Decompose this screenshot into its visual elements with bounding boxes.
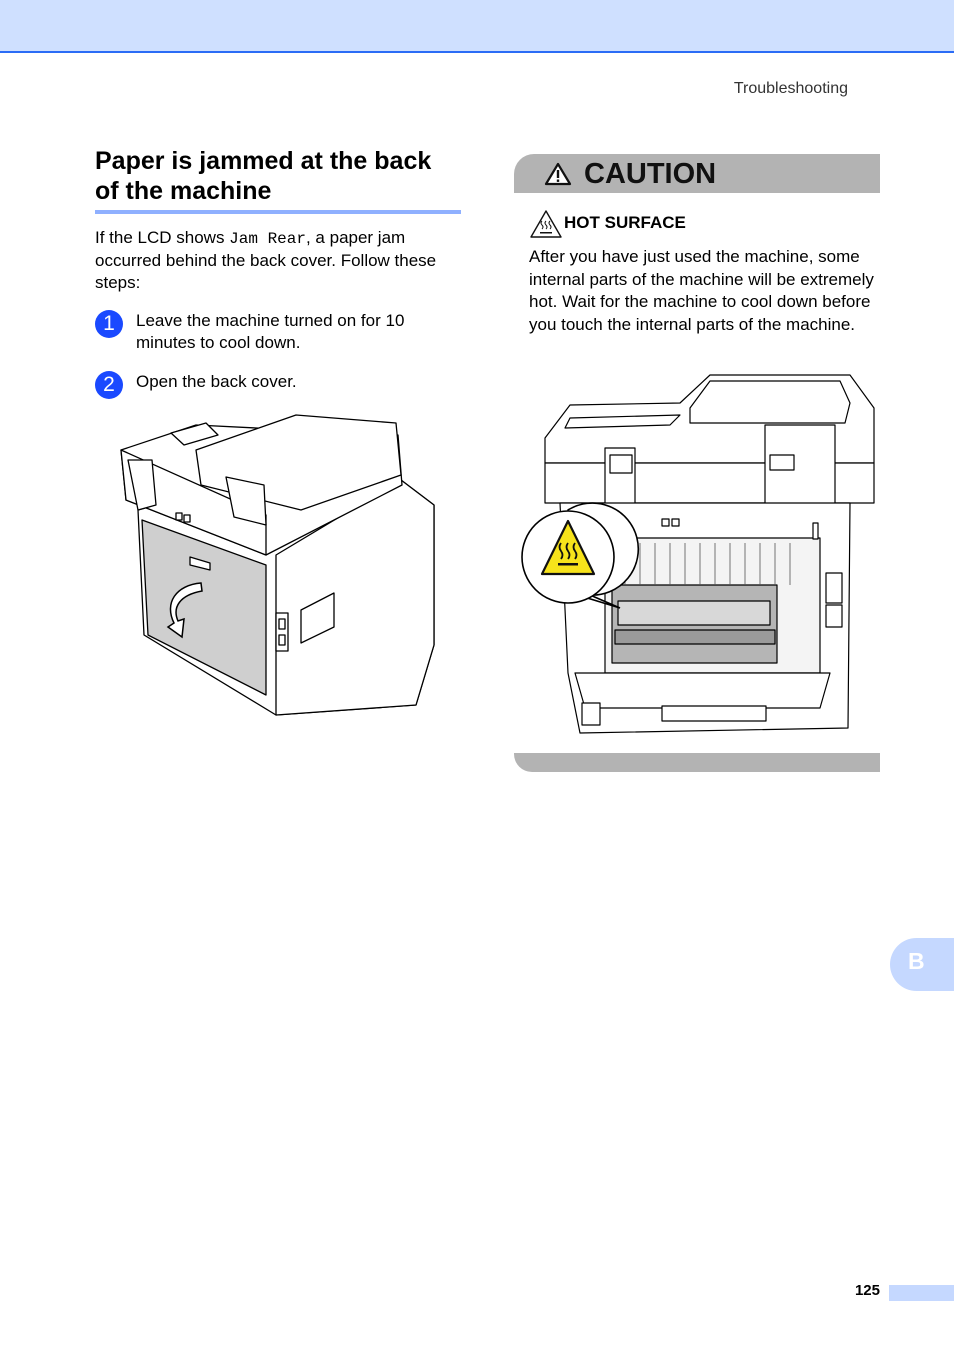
caution-header: CAUTION [514,154,880,193]
machine-interior-illustration [521,374,875,734]
hot-surface-callout [521,502,640,609]
appendix-tab: B [890,938,954,991]
hot-surface-icon [530,210,562,238]
page-number-bar [889,1285,954,1301]
step-text: Leave the machine turned on for 10 minut… [136,311,405,352]
header-band [0,0,954,53]
intro-paragraph: If the LCD shows Jam Rear, a paper jam o… [95,227,463,294]
open-arrow-icon [166,582,203,639]
step-number-badge: 1 [95,310,123,338]
section-title: Paper is jammed at the back of the machi… [95,147,432,205]
step-number-badge: 2 [95,371,123,399]
lcd-message: Jam Rear [229,230,306,248]
page-number: 125 [854,1282,880,1299]
warning-triangle-icon [544,162,572,186]
machine-back-cover-illustration [120,414,435,716]
running-head: Troubleshooting [733,80,848,97]
caution-text: After you have just used the machine, so… [529,247,874,334]
caution-footer-bar [514,753,880,772]
intro-suffix: , a paper jam occurred behind the back c… [95,228,437,292]
intro-prefix: If the LCD shows [95,228,230,247]
title-rule [95,210,461,214]
caution-label: CAUTION [584,158,717,190]
hot-surface-label: HOT SURFACE [564,213,686,232]
appendix-tab-letter: B [908,948,925,974]
step-text: Open the back cover. [136,372,297,391]
